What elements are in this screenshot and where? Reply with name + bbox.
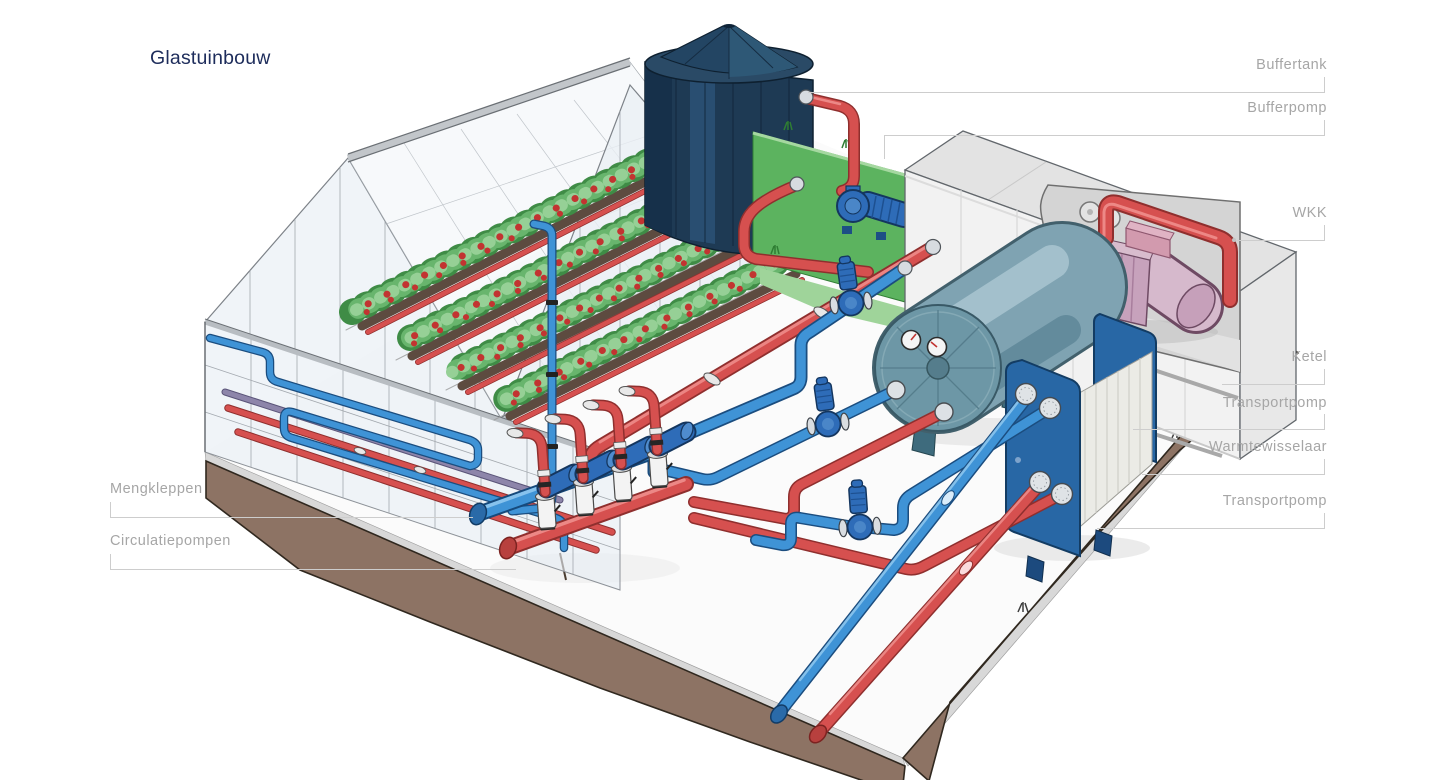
buffer-pump — [836, 185, 917, 240]
label-ketel: Ketel — [1291, 349, 1327, 365]
leader-line — [1236, 240, 1325, 241]
exchanger-ports — [1014, 382, 1074, 506]
hot-header — [498, 476, 694, 560]
leader-line — [808, 92, 1325, 93]
leader-line — [1324, 369, 1325, 384]
leader-line — [884, 135, 1325, 136]
leader-line — [1324, 225, 1325, 240]
label-circulatiepompen: Circulatiepompen — [110, 533, 231, 549]
leader-line — [110, 517, 473, 518]
leader-line — [1324, 459, 1325, 474]
wkk-chp-unit — [1044, 194, 1238, 344]
wkk-exhaust-pipe — [1098, 194, 1238, 308]
buffer-pump-assembly — [738, 89, 917, 278]
label-mengkleppen: Mengkleppen — [110, 481, 203, 497]
district-pipes — [769, 389, 1049, 744]
leader-line — [1097, 528, 1325, 529]
tomato-row — [339, 127, 709, 335]
pressure-gauge — [900, 329, 948, 358]
label-warmtewisselaar: Warmtewisselaar — [1208, 439, 1327, 455]
label-transportpomp-1: Transportpomp — [1222, 395, 1327, 411]
leader-line — [110, 554, 111, 569]
leader-line — [1324, 77, 1325, 92]
valve-manifold — [468, 219, 700, 560]
label-bufferpomp: Bufferpomp — [1247, 100, 1327, 116]
leader-dot — [1232, 238, 1236, 242]
label-wkk: WKK — [1292, 205, 1327, 221]
label-buffertank: Buffertank — [1256, 57, 1327, 73]
leader-line — [1142, 474, 1325, 475]
leader-line — [1324, 120, 1325, 135]
leader-line — [1324, 513, 1325, 528]
leader-line — [110, 502, 111, 517]
leader-line — [884, 135, 885, 159]
leader-line — [1324, 414, 1325, 429]
leader-line — [1222, 384, 1325, 385]
leader-line — [110, 569, 516, 570]
diagram-title: Glastuinbouw — [150, 47, 271, 69]
leader-line — [1133, 429, 1325, 430]
label-transportpomp-2: Transportpomp — [1222, 493, 1327, 509]
